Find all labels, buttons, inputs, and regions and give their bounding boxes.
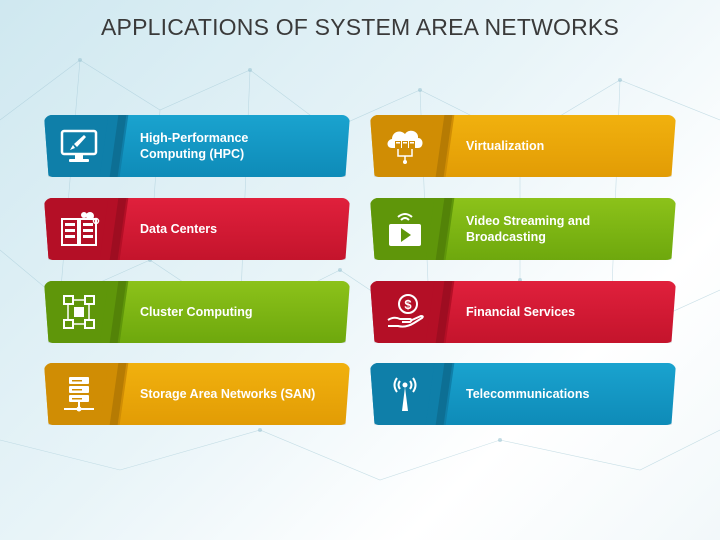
card-data-centers: Data Centers [44,198,350,260]
card-virtualization: Virtualization [370,115,676,177]
card-label: Video Streaming and Broadcasting [466,214,591,244]
card-video-streaming: Video Streaming and Broadcasting [370,198,676,260]
card-financial-services: $ Financial Services [370,281,676,343]
card-cluster-computing: Cluster Computing [44,281,350,343]
cluster-nodes-icon [63,295,95,329]
server-rack-icon [61,212,100,246]
cloud-servers-icon [387,130,423,164]
storage-server-icon [64,377,94,412]
card-telecommunications: Telecommunications [370,363,676,425]
card-icon-tab [44,115,114,177]
card-label: Data Centers [140,222,218,236]
card-label: Virtualization [466,139,545,153]
card-label: Cluster Computing [140,305,253,319]
page-title: APPLICATIONS OF SYSTEM AREA NETWORKS [101,14,619,40]
antenna-tower-icon [393,377,417,411]
card-label: Telecommunications [466,387,590,401]
svg-text:$: $ [404,297,412,312]
video-broadcast-icon [389,213,421,246]
card-hpc: High-Performance Computing (HPC) [44,115,350,177]
card-icon-tab [44,363,114,425]
card-label: High-Performance Computing (HPC) [140,131,249,161]
card-san: Storage Area Networks (SAN) [44,363,350,425]
rocket-monitor-icon [60,129,98,162]
card-label: Financial Services [466,305,576,319]
dollar-hand-icon: $ [387,294,424,328]
card-label: Storage Area Networks (SAN) [140,387,316,401]
